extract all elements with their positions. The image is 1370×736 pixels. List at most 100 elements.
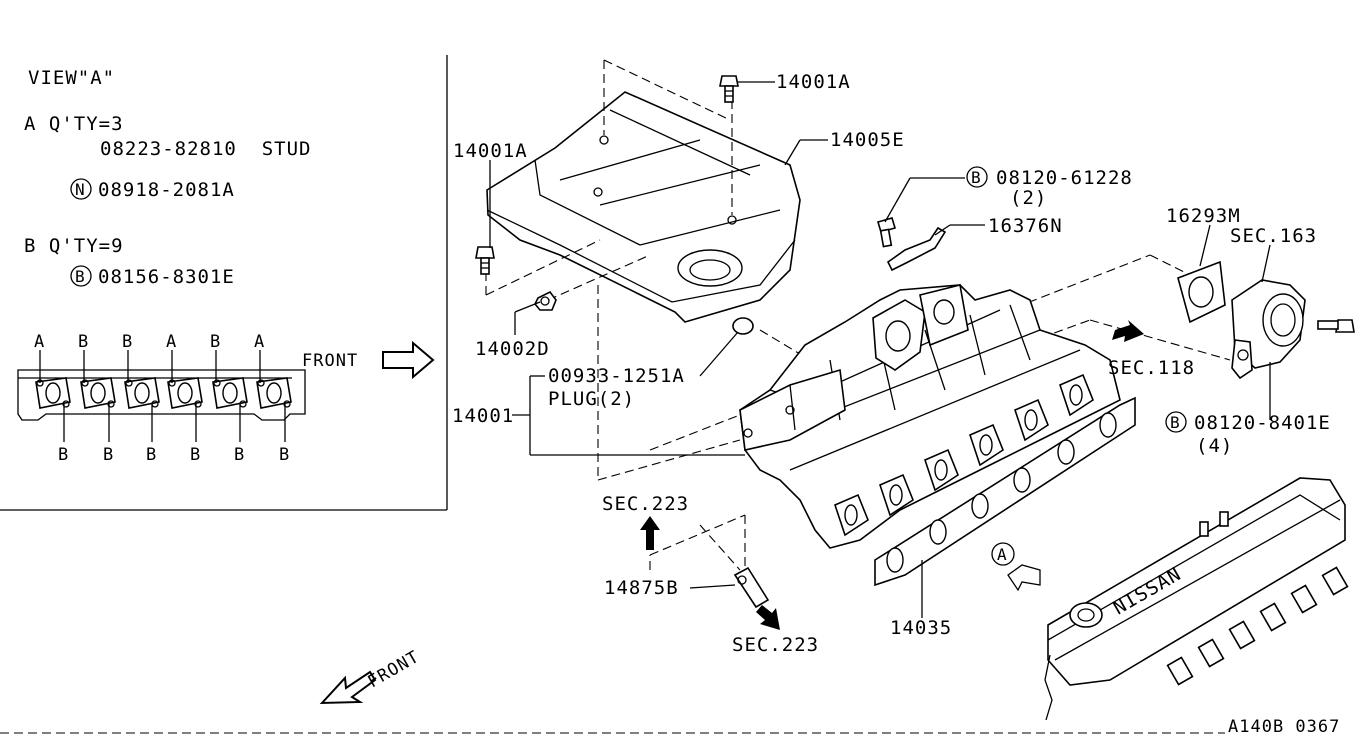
b-circle-icon-8401E	[1165, 411, 1187, 433]
bottom-letter-3: B	[146, 445, 157, 465]
top-letter-5: B	[210, 332, 221, 352]
label-08120-61228-qty: (2)	[1010, 187, 1047, 209]
throttle-gasket-16293M	[1177, 260, 1226, 324]
view-a-title: VIEW"A"	[28, 67, 115, 89]
nut-14002D	[534, 290, 557, 311]
port-3	[124, 377, 160, 409]
manifold-boss-port	[933, 299, 955, 325]
plenum-edge	[789, 384, 796, 431]
label-14005E: 14005E	[830, 129, 905, 151]
rocker-cover: NISSAN	[1044, 477, 1349, 721]
view-a-direction-arrow-icon	[1007, 564, 1041, 592]
gasket-ports	[886, 412, 1117, 573]
top-letter-1: A	[34, 332, 45, 352]
view-a-marker-circle-icon	[991, 542, 1015, 566]
bottom-leaders	[63, 404, 286, 442]
flange-outline	[17, 369, 306, 421]
bottom-letter-5: B	[234, 445, 245, 465]
rocker-cover-ridge	[1047, 494, 1341, 641]
label-14035: 14035	[890, 617, 952, 639]
cover-rib-4	[639, 209, 781, 246]
manifold-throttle-port	[885, 320, 911, 352]
b-circle-icon-61228	[966, 166, 988, 188]
cover-top-ridge	[609, 109, 751, 176]
b-circle-icon	[70, 265, 92, 287]
n-symbol: N	[75, 180, 85, 199]
manifold-body	[739, 284, 1121, 549]
bottom-letter-6: B	[279, 445, 290, 465]
section-arrows	[319, 320, 1144, 705]
bottom-letter-4: B	[190, 445, 201, 465]
port-1	[35, 377, 71, 409]
view-a-qty-b: B Q'TY=9	[24, 235, 124, 257]
top-letter-3: B	[122, 332, 133, 352]
cover-opening-inner	[689, 259, 731, 281]
bottom-letter-2: B	[103, 445, 114, 465]
label-sec223-top: SEC.223	[602, 493, 689, 515]
view-a-front-label: FRONT	[302, 351, 358, 371]
view-a-marker-letter: A	[997, 545, 1007, 564]
view-a-stud-part: 08223-82810 STUD	[100, 138, 311, 160]
diagram-code: A140B 0367	[1228, 717, 1340, 736]
rocker-cover-lower-rim	[1054, 499, 1341, 661]
cover-lower-edge	[486, 209, 796, 303]
plenum-bolt-2	[785, 405, 795, 415]
fitting-14875B	[733, 566, 770, 609]
label-00933-1251A: 00933-1251A	[548, 365, 685, 387]
cover-bolt-hole-2	[593, 187, 603, 197]
view-a-qty-a: A Q'TY=3	[24, 113, 124, 135]
cover-rib-3	[599, 164, 761, 206]
sec223-up-arrow-icon	[640, 516, 660, 550]
rocker-fittings	[1199, 511, 1229, 537]
rocker-cover-cut-line	[1044, 654, 1053, 721]
bolt-08120-8401E	[1317, 319, 1355, 333]
b-symbol: B	[75, 267, 85, 286]
sec223-down-arrow-icon	[756, 605, 780, 630]
top-letter-4: A	[166, 332, 177, 352]
plug-00933	[732, 317, 754, 335]
cover-bolt-hole-1	[599, 135, 609, 145]
label-14001A-left: 14001A	[453, 140, 528, 162]
top-leaders	[39, 350, 261, 383]
manifold-port-flanges	[834, 373, 1094, 537]
label-plug: PLUG(2)	[548, 388, 635, 410]
label-08120-8401E: 08120-8401E	[1194, 412, 1331, 434]
label-08120-61228: 08120-61228	[996, 167, 1133, 189]
throttle-body	[1231, 279, 1306, 380]
gasket-14035	[874, 396, 1136, 587]
cover-rib-1	[534, 159, 641, 246]
bolt-14001A-top	[719, 75, 739, 103]
cover-throttle-opening	[677, 249, 743, 287]
plenum-bolt	[743, 428, 753, 438]
top-letter-2: B	[78, 332, 89, 352]
n-circle-icon	[70, 178, 92, 200]
exhaust-port-row	[1166, 566, 1349, 686]
bolt-08120-61228	[877, 217, 896, 248]
label-sec223-bottom: SEC.223	[732, 634, 819, 656]
manifold-cover	[486, 91, 801, 323]
sec118-arrow-icon	[1112, 320, 1144, 342]
bracket-16376N	[886, 226, 947, 272]
bottom-letter-1: B	[58, 445, 69, 465]
intake-manifold	[739, 284, 1121, 549]
front-arrow-bottom-icon	[319, 670, 377, 705]
view-a-panel: VIEW"A" A Q'TY=3 08223-82810 STUD N 0891…	[0, 55, 448, 511]
port-2	[80, 377, 116, 409]
cover-bolt-hole-3	[727, 215, 737, 225]
view-a-bolt-part: 08156-8301E	[98, 266, 235, 288]
callout-leaders	[489, 81, 1271, 618]
port-6	[256, 377, 292, 409]
cover-rib-2	[559, 139, 701, 181]
rocker-cover-body	[1047, 477, 1346, 686]
front-bottom-label: FRONT	[365, 647, 424, 692]
label-08120-8401E-qty: (4)	[1196, 435, 1233, 457]
label-14875B: 14875B	[604, 577, 679, 599]
label-sec118: SEC.118	[1108, 357, 1195, 379]
label-16293M: 16293M	[1166, 205, 1241, 227]
view-a-nut-part: 08918-2081A	[98, 179, 235, 201]
label-14001A-top: 14001A	[776, 71, 851, 93]
front-bottom-label-group: FRONT	[365, 647, 424, 692]
front-arrow-icon	[382, 340, 435, 380]
label-14002D: 14002D	[475, 338, 550, 360]
